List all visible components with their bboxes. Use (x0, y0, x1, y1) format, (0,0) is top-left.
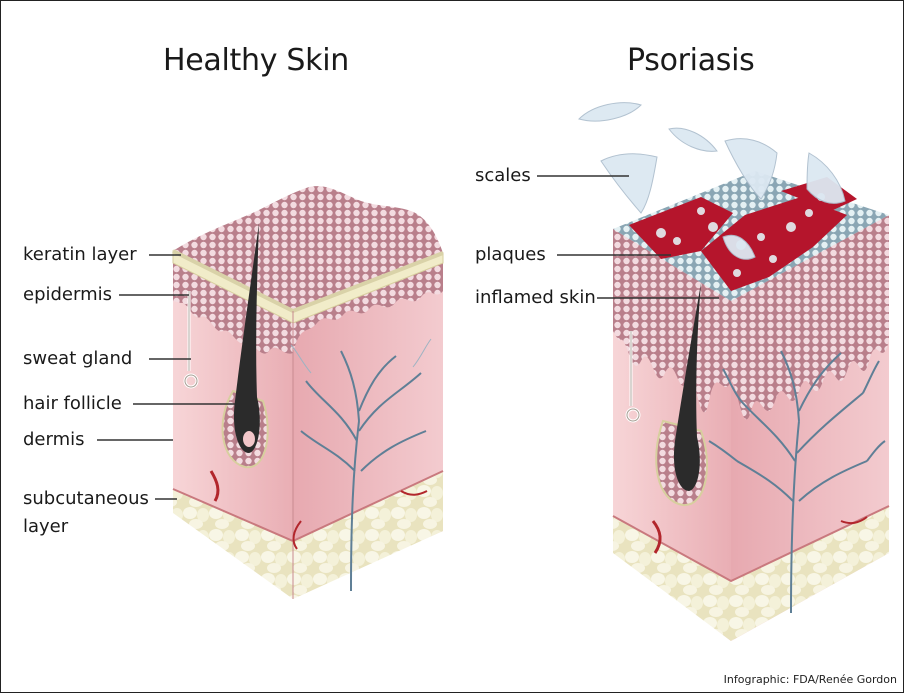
keratin-layer-label: keratin layer (23, 244, 137, 266)
subcutaneous-label-line2: layer (23, 516, 68, 538)
inflamed-skin-label: inflamed skin (475, 287, 596, 309)
healthy-skin-title: Healthy Skin (163, 43, 349, 78)
subcutaneous-label-line1: subcutaneous (23, 488, 149, 510)
dermis-label: dermis (23, 429, 85, 451)
hair-follicle-label: hair follicle (23, 393, 122, 415)
psoriasis-skin-block (579, 103, 889, 641)
sweat-gland-label: sweat gland (23, 348, 132, 370)
epidermis-label: epidermis (23, 284, 112, 306)
image-credit: Infographic: FDA/Renée Gordon (724, 673, 897, 686)
plaques-label: plaques (475, 244, 546, 266)
scales-label: scales (475, 165, 531, 187)
healthy-skin-block (173, 186, 443, 599)
psoriasis-title: Psoriasis (627, 43, 755, 78)
